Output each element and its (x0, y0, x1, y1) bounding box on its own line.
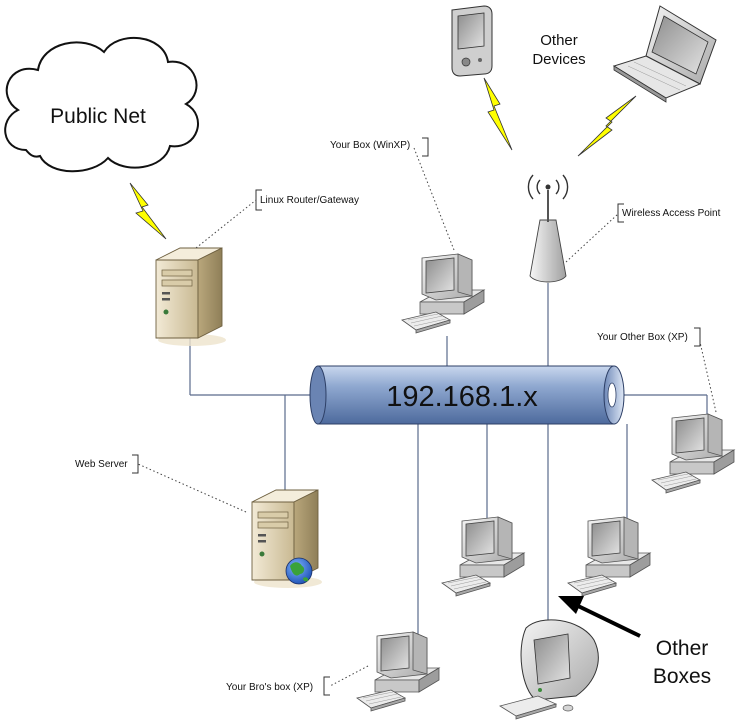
bros-box-callout: Your Bro's box (XP) (226, 665, 369, 696)
other-boxes-arrow (558, 596, 641, 638)
lightning-icon (483, 77, 513, 151)
desktop-pc-icon (567, 516, 651, 597)
network-backbone: 192.168.1.x (309, 365, 625, 425)
desktop-pc-icon (401, 253, 485, 334)
other-devices-label-line1: Other (540, 32, 578, 49)
lightning-icon (129, 182, 167, 240)
your-box-label: Your Box (WinXP) (330, 140, 410, 151)
pda-icon (451, 5, 493, 77)
imac-icon (499, 619, 599, 720)
desktop-pc-icon (356, 631, 440, 712)
wap-label: Wireless Access Point (622, 208, 721, 219)
web-server-icon (251, 489, 323, 589)
server-icon (155, 247, 227, 347)
network-label: 192.168.1.x (386, 381, 538, 413)
your-box-callout: Your Box (WinXP) (330, 137, 455, 251)
other-box-label: Your Other Box (XP) (597, 332, 688, 343)
other-boxes-label-line1: Other (656, 637, 709, 660)
other-boxes-label-line2: Boxes (653, 665, 711, 688)
cloud-label: Public Net (50, 105, 146, 128)
desktop-pc-icon (441, 516, 525, 597)
other-box-callout: Your Other Box (XP) (597, 327, 717, 413)
web-server-label: Web Server (75, 459, 128, 470)
antenna-icon (527, 174, 569, 283)
network-wires (189, 283, 708, 635)
bros-box-label: Your Bro's box (XP) (226, 682, 313, 693)
web-server-callout: Web Server (75, 454, 247, 513)
laptop-icon (612, 5, 717, 103)
desktop-pc-icon (651, 413, 735, 494)
router-callout: Linux Router/Gateway (195, 189, 359, 249)
lightning-icon (577, 95, 637, 157)
cloud-icon: Public Net (4, 36, 199, 173)
other-devices-label-line2: Devices (532, 51, 585, 68)
wap-callout: Wireless Access Point (565, 203, 721, 263)
router-label: Linux Router/Gateway (260, 195, 359, 206)
